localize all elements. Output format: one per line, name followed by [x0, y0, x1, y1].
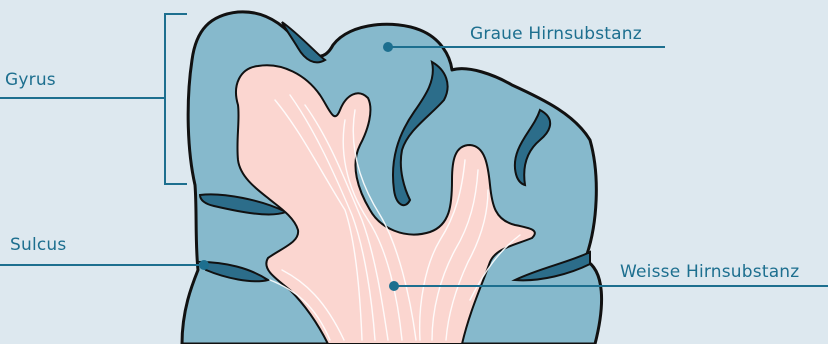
- sulcus-label: Sulcus: [10, 237, 66, 254]
- gyrus-label: Gyrus: [5, 72, 56, 89]
- gyrus-bracket: [0, 14, 187, 184]
- white-matter-label: Weisse Hirnsubstanz: [620, 264, 799, 281]
- grey-matter-label: Graue Hirnsubstanz: [470, 26, 642, 43]
